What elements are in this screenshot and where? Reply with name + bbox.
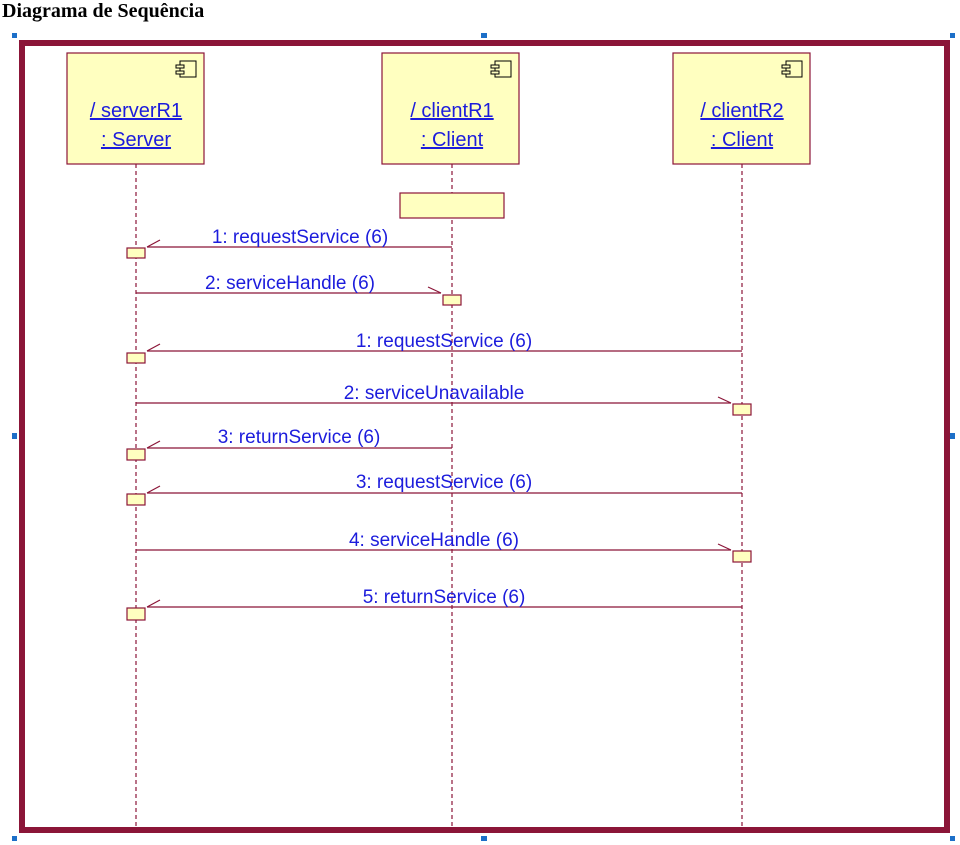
message-label: 3: requestService (6) [356, 472, 532, 493]
arrowhead [146, 239, 161, 248]
resize-handle-bl[interactable] [12, 836, 17, 841]
message-1[interactable]: 1: requestService (6) [126, 227, 452, 259]
arrowhead [146, 485, 161, 494]
arrowhead [146, 440, 161, 449]
resize-handle-tl[interactable] [12, 33, 17, 38]
lifeline-name: / clientR2 [700, 100, 783, 122]
message-7[interactable]: 4: serviceHandle (6) [136, 530, 752, 563]
message-label: 4: serviceHandle (6) [349, 530, 519, 551]
arrowhead [146, 343, 161, 352]
message-label: 1: requestService (6) [212, 227, 388, 248]
activation-box [126, 247, 146, 259]
message-8[interactable]: 5: returnService (6) [126, 587, 742, 621]
component-icon [490, 60, 512, 78]
lifeline-clientR2[interactable]: / clientR2 : Client [672, 52, 811, 165]
lifeline-type: : Server [101, 129, 171, 151]
resize-handle-br[interactable] [950, 836, 955, 841]
activation-box [126, 352, 146, 364]
activation-box [126, 448, 146, 461]
activation-box [126, 607, 146, 621]
message-label: 1: requestService (6) [356, 331, 532, 352]
resize-handle-tm[interactable] [481, 33, 487, 38]
message-label: 2: serviceUnavailable [344, 383, 525, 404]
resize-handle-tr[interactable] [950, 33, 955, 38]
message-6[interactable]: 3: requestService (6) [126, 472, 742, 506]
message-3[interactable]: 1: requestService (6) [126, 331, 742, 364]
activation-box [732, 550, 752, 563]
message-5[interactable]: 3: returnService (6) [126, 427, 452, 461]
message-4[interactable]: 2: serviceUnavailable [136, 383, 752, 416]
arrowhead [427, 286, 442, 294]
message-label: 3: returnService (6) [218, 427, 381, 448]
resize-handle-mr[interactable] [950, 433, 955, 439]
activation-box [732, 403, 752, 416]
message-label: 5: returnService (6) [363, 587, 526, 608]
component-icon [781, 60, 803, 78]
lifeline-type: : Client [421, 129, 484, 151]
arrowhead [146, 599, 161, 608]
activation-header-box[interactable] [399, 192, 505, 219]
activation-box [126, 493, 146, 506]
lifeline-name: / clientR1 [410, 100, 493, 122]
resize-handle-ml[interactable] [12, 433, 17, 439]
message-label: 2: serviceHandle (6) [205, 273, 375, 294]
resize-handle-bm[interactable] [481, 836, 487, 841]
arrowhead [717, 543, 732, 551]
component-icon [175, 60, 197, 78]
lifeline-name: / serverR1 [90, 100, 182, 122]
diagram-frame [19, 40, 950, 833]
message-2[interactable]: 2: serviceHandle (6) [136, 273, 462, 306]
lifeline-type: : Client [711, 129, 774, 151]
page-title: Diagrama de Sequência [2, 0, 205, 22]
lifeline-lines [135, 164, 743, 828]
lifeline-serverR1[interactable]: / serverR1 : Server [66, 52, 205, 165]
selection-handles[interactable] [12, 33, 955, 841]
lifeline-clientR1[interactable]: / clientR1 : Client [381, 52, 520, 165]
arrowhead [717, 396, 732, 404]
activation-box [442, 294, 462, 306]
